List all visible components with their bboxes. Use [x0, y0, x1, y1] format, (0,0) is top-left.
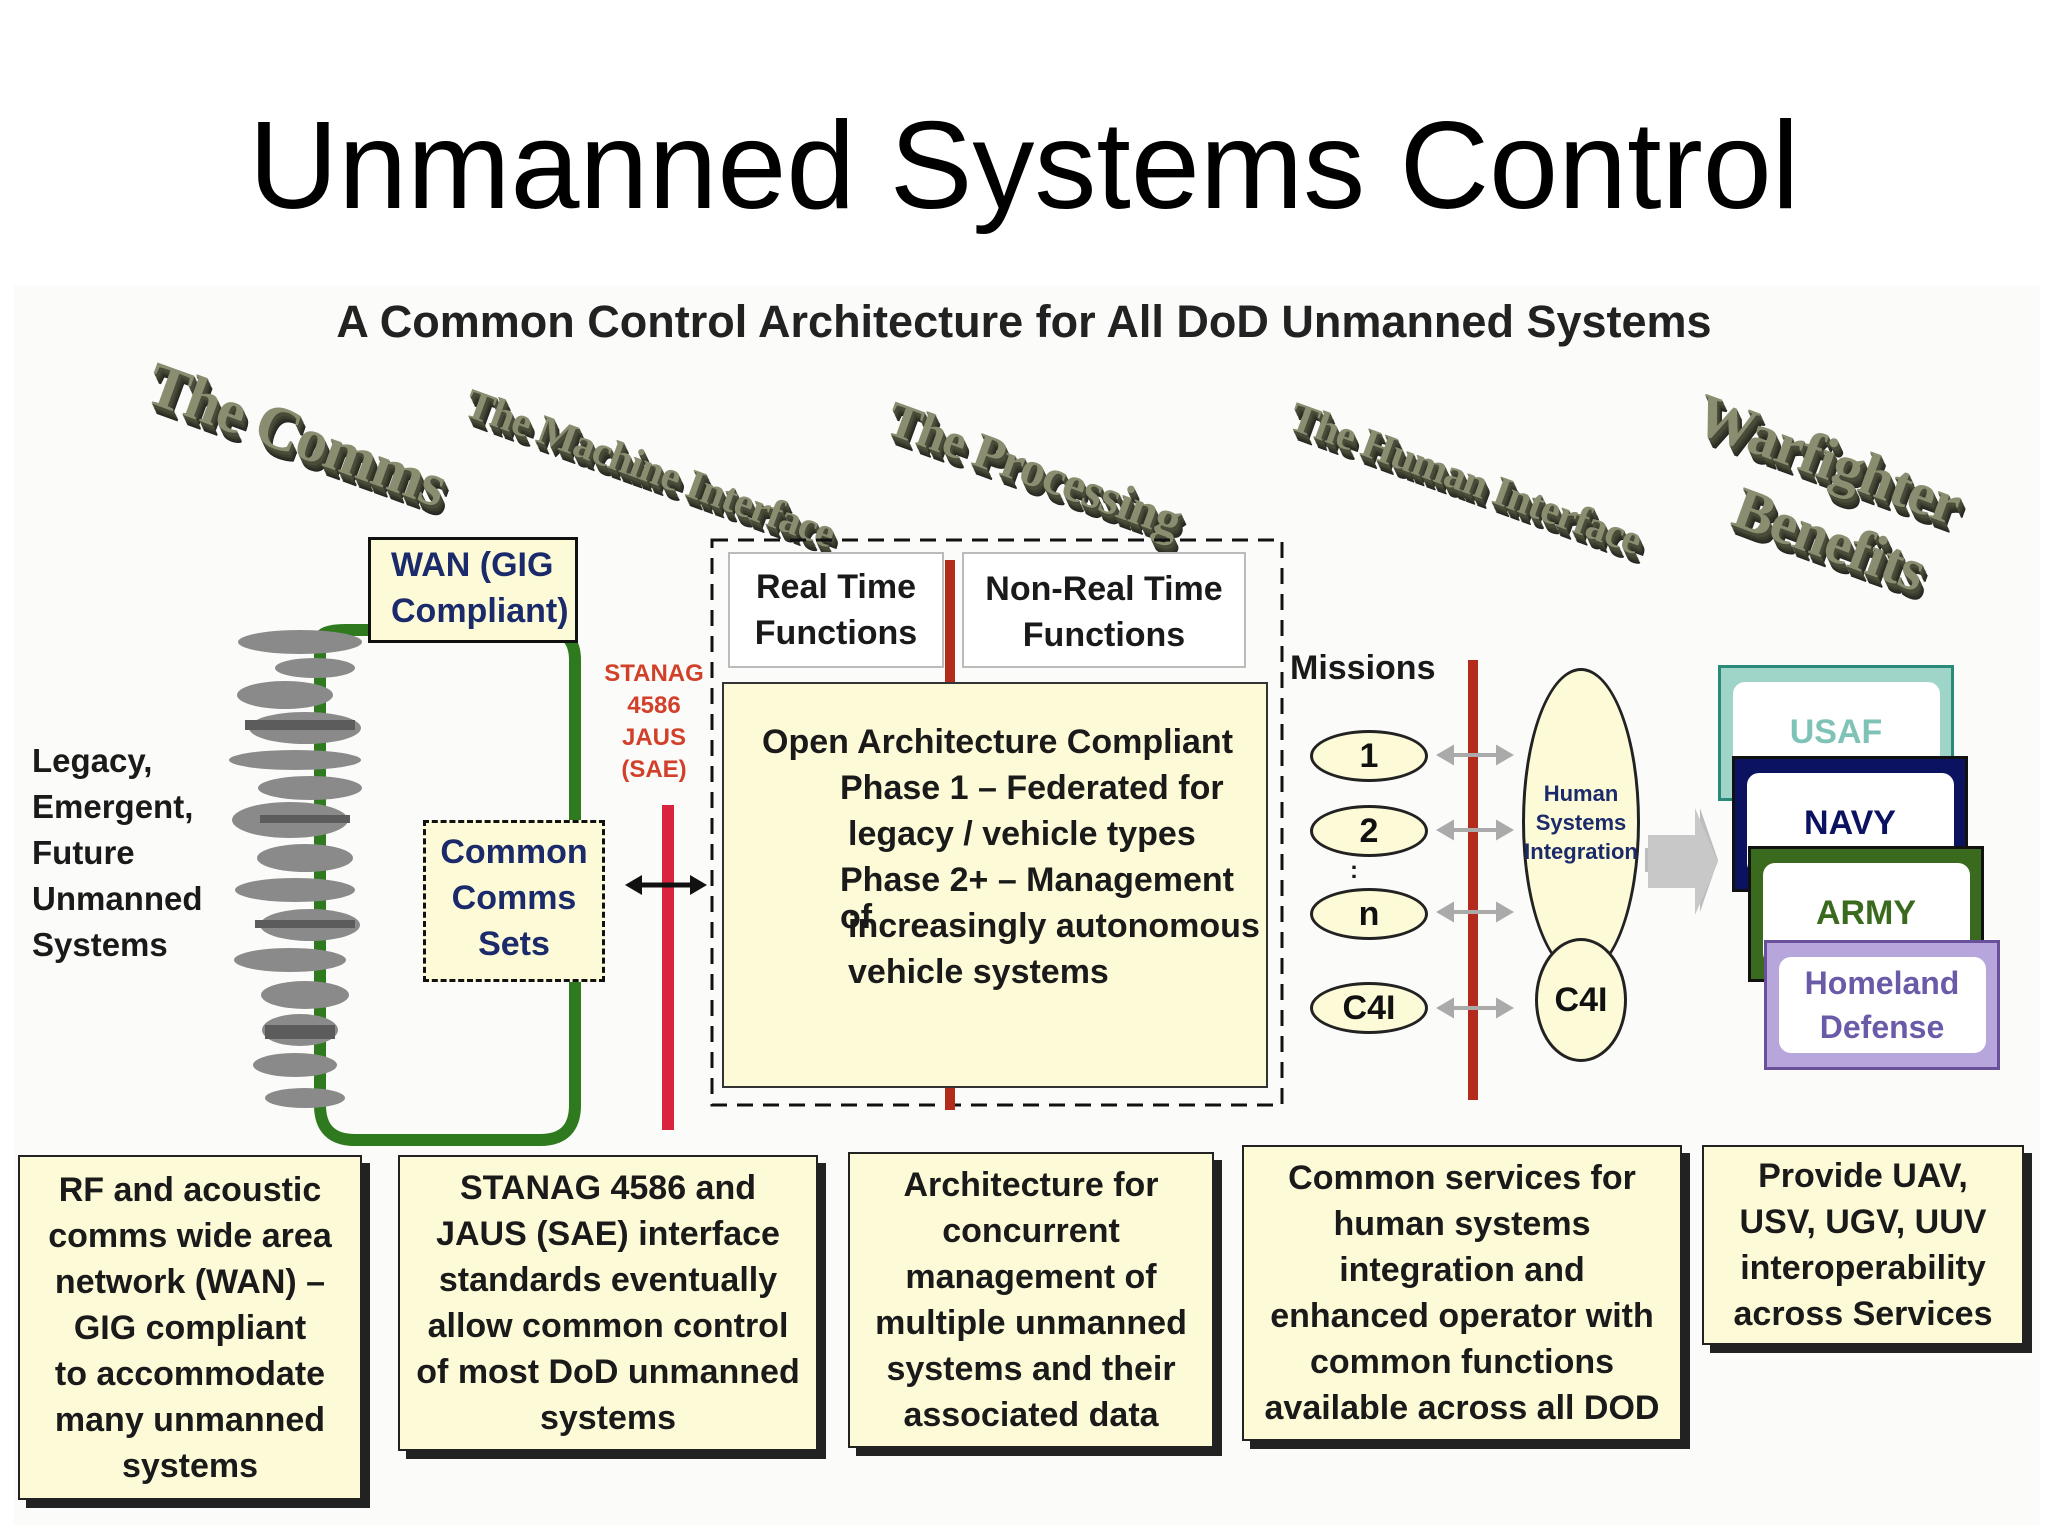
- stanag-bar: [662, 805, 674, 1130]
- mission-arrows: [1436, 744, 1514, 1019]
- warfighter-description-box: Provide UAV, USV, UGV, UUV interoperabil…: [1702, 1145, 2024, 1345]
- human-interface-bar: [1468, 660, 1478, 1100]
- mission-2-oval: 2: [1310, 805, 1428, 857]
- service-card-homeland-defense: Homeland Defense: [1764, 940, 2000, 1070]
- wan-box: WAN (GIG Compliant): [368, 537, 578, 643]
- processing-boundary: [710, 538, 1284, 1107]
- c4i-oval: C4I: [1535, 938, 1627, 1062]
- machine-interface-description-box: STANAG 4586 and JAUS (SAE) interface sta…: [398, 1155, 818, 1451]
- diagram-title: A Common Control Architecture for All Do…: [336, 296, 1712, 347]
- open-arch-line-3: legacy / vehicle types: [848, 815, 1196, 853]
- open-arch-line-2: Phase 1 – Federated for: [840, 769, 1224, 807]
- stanag-label: STANAG 4586 JAUS (SAE): [604, 660, 704, 783]
- human-systems-integration-oval: Human Systems Integration: [1522, 668, 1640, 976]
- open-arch-line-5: increasingly autonomous: [848, 907, 1260, 945]
- processing-description-box: Architecture for concurrent management o…: [848, 1152, 1214, 1448]
- human-interface-description-box: Common services for human systems integr…: [1242, 1145, 1682, 1441]
- mission-c4i-oval: C4I: [1310, 982, 1428, 1034]
- slide-title: Unmanned Systems Control: [248, 97, 1800, 235]
- mission-1-oval: 1: [1310, 730, 1428, 782]
- missions-label: Missions: [1290, 649, 1436, 687]
- non-real-time-functions-box: Non-Real Time Functions: [962, 552, 1246, 668]
- open-arch-line-1: Open Architecture Compliant: [762, 723, 1234, 761]
- legacy-systems-label: Legacy, Emergent, Future Unmanned System…: [32, 742, 203, 963]
- common-comms-sets-box: Common Comms Sets: [423, 820, 605, 982]
- open-arch-line-6: vehicle systems: [848, 953, 1109, 991]
- vehicle-silhouettes-icon: [229, 630, 362, 1108]
- service-homeland-defense-label: Homeland Defense: [1778, 956, 1986, 1054]
- missions-ellipsis: :: [1350, 857, 1358, 884]
- open-arch-line-4: Phase 2+ – Management of: [840, 861, 1235, 937]
- comms-description-box: RF and acoustic comms wide area network …: [18, 1155, 362, 1500]
- real-time-functions-box: Real Time Functions: [728, 552, 944, 668]
- mission-n-oval: n: [1310, 888, 1428, 940]
- open-architecture-box: Open Architecture Compliant Phase 1 – Fe…: [722, 682, 1268, 1088]
